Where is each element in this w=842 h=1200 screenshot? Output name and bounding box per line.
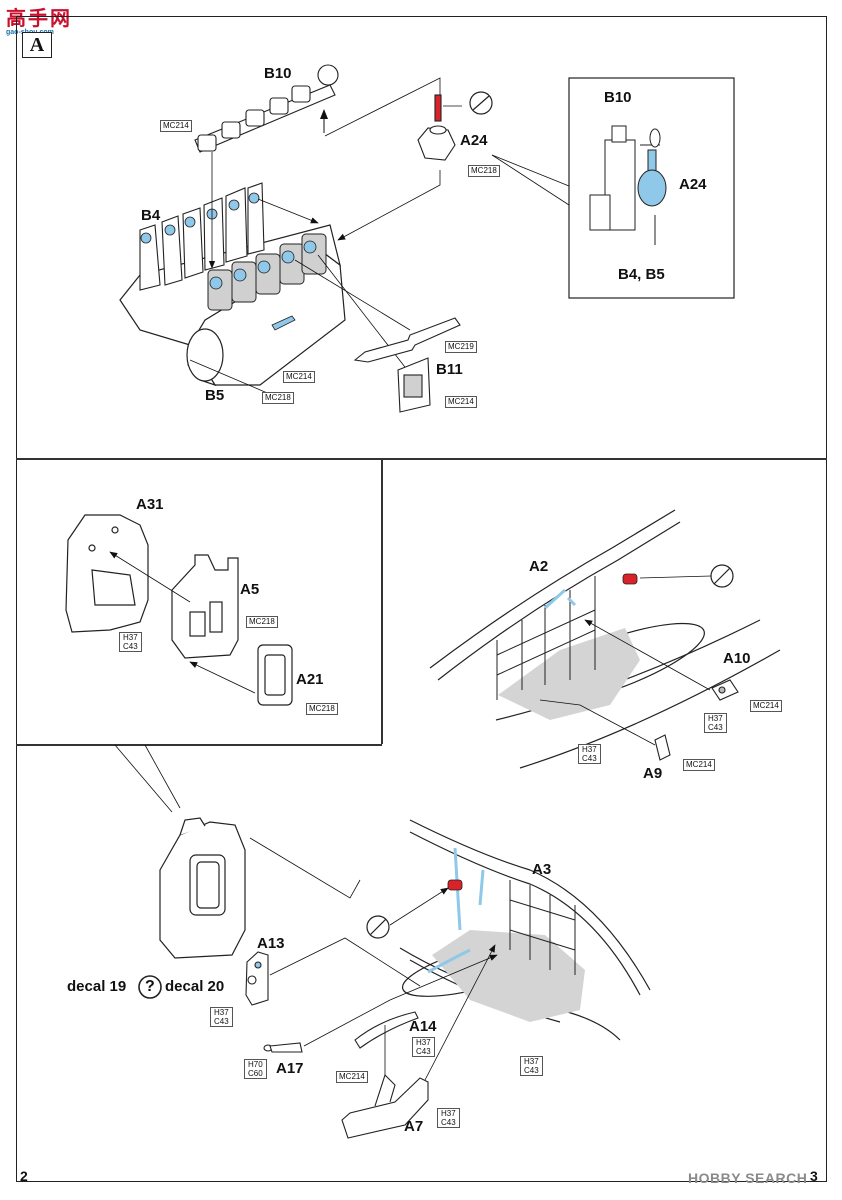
code-mc218-panel-a21: MC218 (306, 703, 338, 715)
code-c43: C43 (123, 642, 138, 651)
part-label-a10: A10 (723, 650, 751, 667)
hobby-search-watermark: HOBBY SEARCH (688, 1170, 808, 1186)
section-letter: A (29, 34, 45, 56)
inset-label-a24: A24 (679, 176, 707, 193)
code-h70: H70 (248, 1060, 263, 1069)
horizontal-divider (16, 458, 827, 460)
decal-question-mark: ? (145, 978, 155, 995)
code-c43: C43 (582, 754, 597, 763)
code-mc219: MC219 (445, 341, 477, 353)
code-c43: C43 (214, 1017, 229, 1026)
code-mc214-c: MC214 (445, 396, 477, 408)
code-mc214-b: MC214 (283, 371, 315, 383)
code-h37-c43-panel-a31: H37 C43 (119, 632, 142, 652)
page-number-left: 2 (20, 1168, 28, 1184)
code-h37-c43-a14: H37 C43 (412, 1037, 435, 1057)
code-h37-c43-a7: H37 C43 (437, 1108, 460, 1128)
part-label-b4: B4 (141, 207, 161, 224)
code-mc218-b: MC218 (262, 392, 294, 404)
part-label-b5: B5 (205, 387, 225, 404)
code-c43: C43 (524, 1066, 539, 1075)
part-label-a24: A24 (460, 132, 488, 149)
code-h37: H37 (416, 1038, 431, 1047)
code-mc214-a17: MC214 (336, 1071, 368, 1083)
code-h37: H37 (708, 714, 723, 723)
part-label-a13: A13 (257, 935, 285, 952)
inset-label-b10: B10 (604, 89, 632, 106)
code-mc218-a: MC218 (468, 165, 500, 177)
part-label-b10: B10 (264, 65, 292, 82)
code-h37-c43-a13: H37 C43 (210, 1007, 233, 1027)
part-label-a31: A31 (136, 496, 164, 513)
code-mc214-a: MC214 (160, 120, 192, 132)
part-label-a7: A7 (404, 1118, 424, 1135)
inset-divider-vertical (381, 458, 383, 744)
part-label-a14: A14 (409, 1018, 437, 1035)
code-h37-c43-a2: H37 C43 (578, 744, 601, 764)
decal-19-label: decal 19 (67, 978, 127, 995)
part-label-a5: A5 (240, 581, 260, 598)
code-c43: C43 (416, 1047, 431, 1056)
code-c43: C43 (708, 723, 723, 732)
code-mc214-a10: MC214 (750, 700, 782, 712)
code-h37-c43-a10: H37 C43 (704, 713, 727, 733)
instruction-frame (16, 16, 827, 1182)
code-c60: C60 (248, 1069, 263, 1078)
code-h37: H37 (524, 1057, 539, 1066)
inset-divider-horizontal (16, 744, 382, 746)
code-h37: H37 (123, 633, 138, 642)
code-mc218-panel-a5: MC218 (246, 616, 278, 628)
code-c43: C43 (441, 1118, 456, 1127)
part-label-a17: A17 (276, 1060, 304, 1077)
site-watermark-cn: 高手网 (6, 8, 72, 30)
code-h37: H37 (582, 745, 597, 754)
part-label-a3: A3 (532, 861, 552, 878)
part-label-b11: B11 (436, 361, 463, 378)
decal-20-label: decal 20 (165, 978, 225, 995)
part-label-a9: A9 (643, 765, 663, 782)
code-mc214-a9: MC214 (683, 759, 715, 771)
page-number-right: 3 (810, 1168, 818, 1184)
code-h37: H37 (441, 1109, 456, 1118)
section-letter-badge: A (22, 32, 52, 58)
inset-label-b4-b5: B4, B5 (618, 266, 665, 283)
code-h37-c43-a3: H37 C43 (520, 1056, 543, 1076)
part-label-a2: A2 (529, 558, 549, 575)
code-h37: H37 (214, 1008, 229, 1017)
part-label-a21: A21 (296, 671, 324, 688)
code-h70-c60-a17: H70 C60 (244, 1059, 267, 1079)
